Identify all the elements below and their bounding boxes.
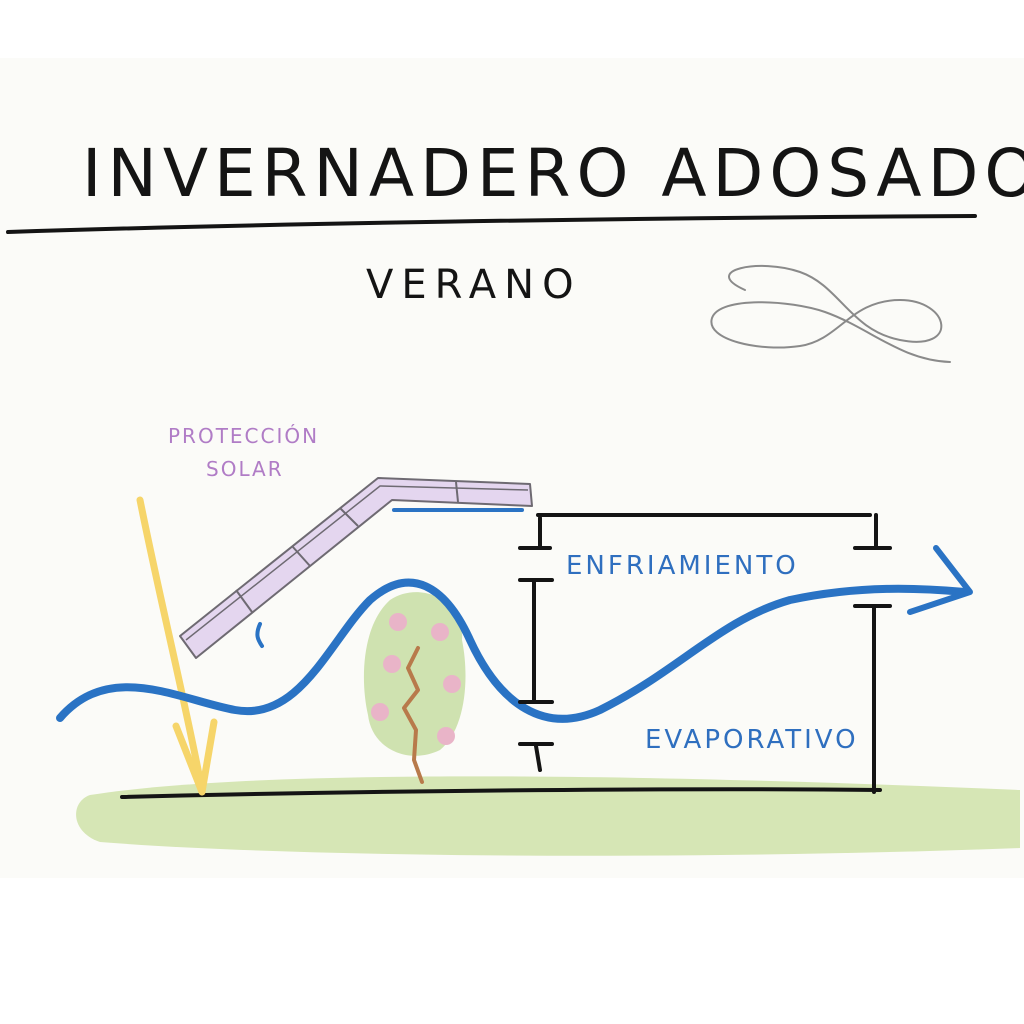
solar-protection-label-line1: PROTECCIÓN: [168, 424, 319, 448]
airflow-arrow: [56, 545, 973, 723]
sun-ray-arrow: [136, 496, 218, 796]
ground-line: [120, 787, 882, 799]
tree-icon: [363, 592, 466, 784]
diagram-title: INVERNADERO ADOSADO: [82, 135, 1024, 212]
solar-protection-label-line2: SOLAR: [206, 457, 284, 481]
greenhouse-frame: [518, 513, 892, 794]
title-underline: [6, 214, 977, 234]
wind-loop-icon: [710, 264, 951, 363]
cooling-label-line2: EVAPORATIVO: [645, 725, 859, 755]
cooling-label-line1: ENFRIAMIENTO: [566, 551, 799, 581]
sketch-paper: [0, 58, 1024, 878]
ground-strip: [76, 776, 1021, 856]
diagram-subtitle: VERANO: [366, 262, 582, 308]
solar-protection-panels: [179, 477, 533, 659]
